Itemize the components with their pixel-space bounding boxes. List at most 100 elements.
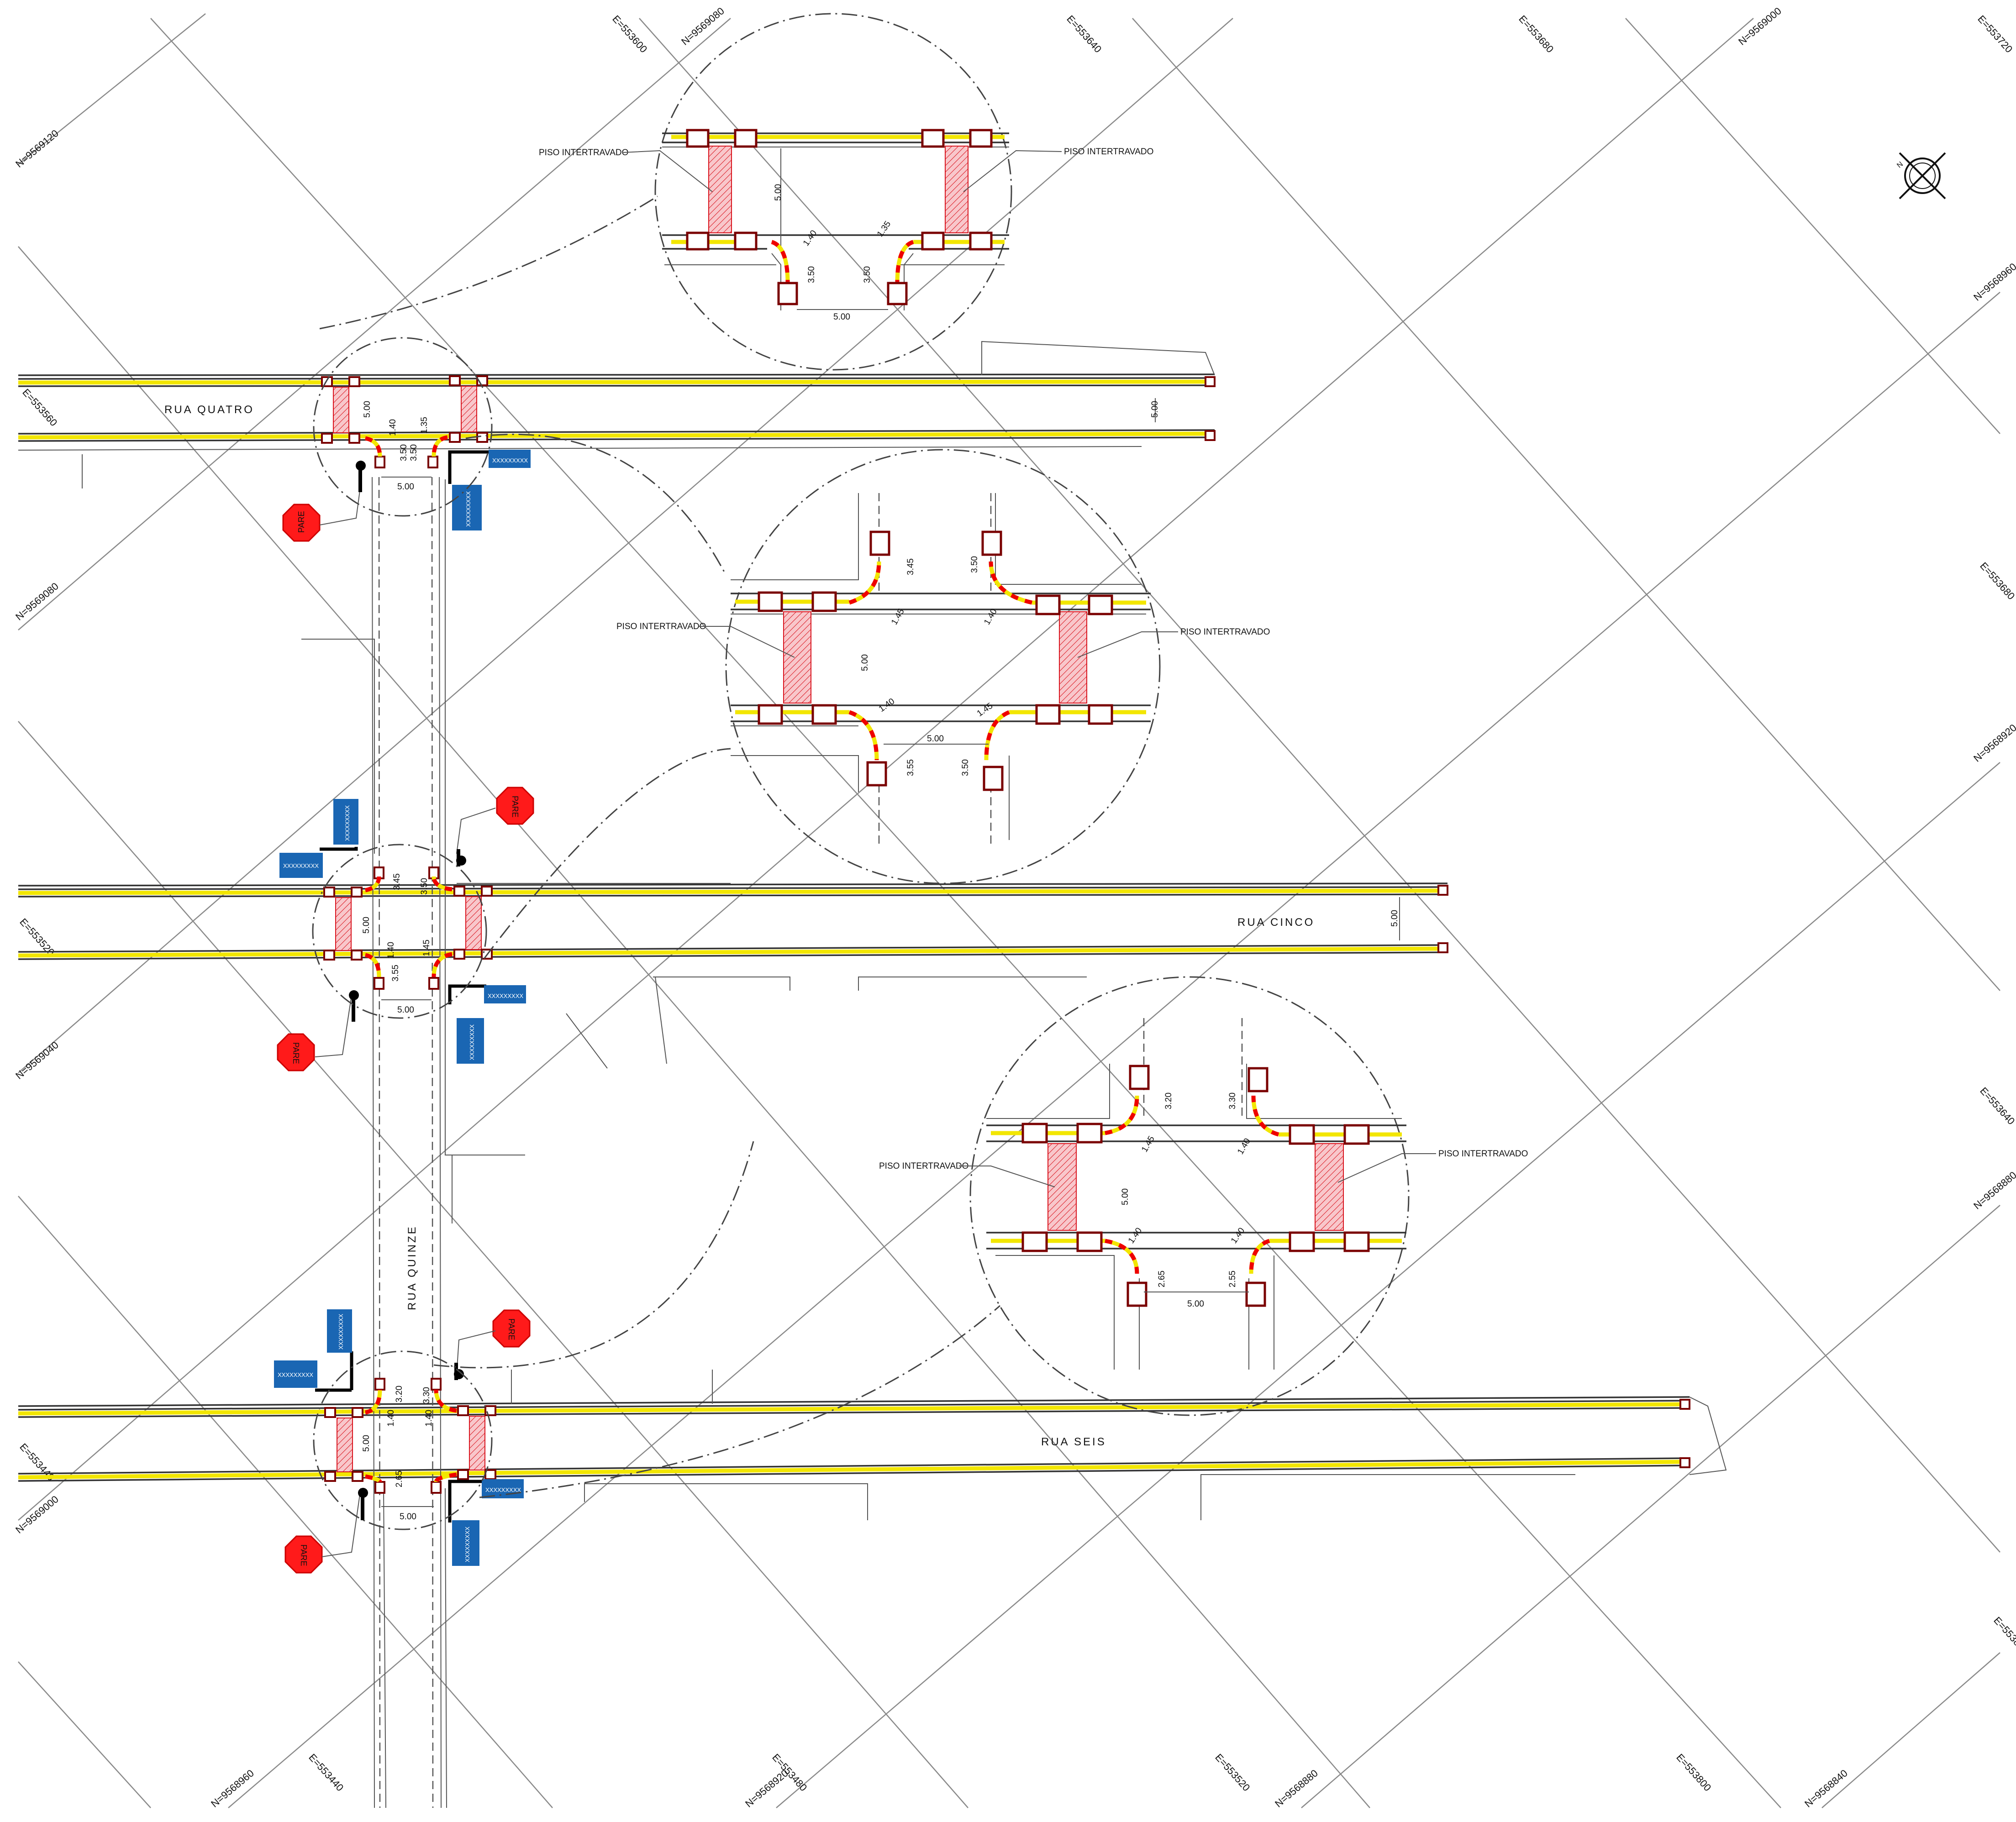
coord-n9569120: N=9569120 xyxy=(13,127,61,170)
dim-d3-140b: 1.40 xyxy=(1126,1226,1144,1245)
coord-e553680-r: E=553680 xyxy=(1978,560,2016,602)
stop-sign-icon: PARE xyxy=(496,787,534,825)
svg-text:XXXXXXXXX: XXXXXXXXX xyxy=(492,457,528,464)
coord-e553520-b: E=553520 xyxy=(1213,1752,1252,1794)
dim-cinco-345: 3.45 xyxy=(392,873,402,890)
dim-d2-145b: 1.45 xyxy=(975,701,995,719)
dim-d3-500: 5.00 xyxy=(1187,1299,1204,1309)
stop-sign-icon: PARE xyxy=(284,1535,323,1574)
svg-text:XXXXXXXXX: XXXXXXXXX xyxy=(278,1371,313,1378)
street-plate-icon: XXXXXXXXX xyxy=(327,1309,352,1353)
svg-text:PARE: PARE xyxy=(297,511,306,533)
dim-quatro-cw: 5.00 xyxy=(363,401,372,418)
street-plate-icon: XXXXXXXXX xyxy=(484,985,526,1003)
street-plate-icon: XXXXXXXXX xyxy=(482,1479,524,1498)
detail-cinco: PISO INTERTRAVADO PISO INTERTRAVADO 5.00… xyxy=(616,493,1270,845)
detail-callouts xyxy=(312,13,1410,1530)
dim-quatro-width: 5.00 xyxy=(1150,401,1160,418)
dim-d1-cw: 5.00 xyxy=(774,184,783,201)
dim-d3-140a: 1.40 xyxy=(1236,1137,1253,1156)
svg-text:PARE: PARE xyxy=(507,1318,516,1340)
dim-d1-500: 5.00 xyxy=(833,312,850,322)
dim-cinco-355: 3.55 xyxy=(391,965,400,982)
rua-cinco: RUA CINCO 5.00 xyxy=(18,882,1448,1069)
tactile-markers-main xyxy=(321,375,1690,1494)
north-arrow-icon: N xyxy=(1895,152,1946,200)
dim-seis-140: 1.40 xyxy=(386,1410,396,1427)
dim-seis-cw: 5.00 xyxy=(362,1435,371,1452)
note-piso-6: PISO INTERTRAVADO xyxy=(1438,1149,1528,1159)
coord-e553800-b: E=553800 xyxy=(1674,1752,1713,1794)
street-plate-icon: XXXXXXXXX xyxy=(333,799,358,845)
street-plate-icon: XXXXXXXXX xyxy=(274,1360,317,1388)
dim-d3-255: 2.55 xyxy=(1228,1271,1237,1287)
svg-text:XXXXXXXXX: XXXXXXXXX xyxy=(344,805,351,841)
street-plate-icon: XXXXXXXXX xyxy=(489,450,531,468)
detail-quatro: PISO INTERTRAVADO PISO INTERTRAVADO 5.00… xyxy=(539,129,1153,322)
dim-d2-140b: 1.40 xyxy=(877,697,896,714)
coord-e553800-r: E=553800 xyxy=(1991,1615,2016,1657)
stop-sign-icon: PARE xyxy=(282,504,321,542)
svg-text:XXXXXXXXX: XXXXXXXXX xyxy=(488,992,523,999)
dim-cinco-width: 5.00 xyxy=(1390,910,1400,927)
coord-e553720: E=553720 xyxy=(1975,13,2015,55)
dim-quatro-350b: 3.50 xyxy=(409,444,419,461)
dim-quatro-135: 1.35 xyxy=(420,417,429,434)
coord-n9569000-left: N=9569000 xyxy=(13,1493,61,1536)
dim-seis-140b: 1.40 xyxy=(424,1410,434,1427)
svg-text:XXXXXXXXX: XXXXXXXXX xyxy=(465,491,472,527)
coord-e553600: E=553600 xyxy=(610,13,649,55)
stop-signs: PARE PARE PARE PARE PARE xyxy=(277,483,534,1574)
curb-guidance-main xyxy=(364,435,457,1483)
street-plate-icon: XXXXXXXXX xyxy=(452,485,482,530)
coord-n9569080-left: N=9569080 xyxy=(13,580,61,623)
svg-text:XXXXXXXXX: XXXXXXXXX xyxy=(283,862,319,869)
street-plate-icon: XXXXXXXXX xyxy=(452,1520,479,1566)
svg-text:PARE: PARE xyxy=(511,796,520,818)
dim-d2-345: 3.45 xyxy=(906,558,916,575)
dim-cinco-350: 3.50 xyxy=(420,878,429,895)
svg-text:XXXXXXXXX: XXXXXXXXX xyxy=(485,1486,521,1493)
coord-e553560: E=553560 xyxy=(20,387,59,429)
rua-quatro: RUA QUATRO 5.00 xyxy=(18,341,1215,488)
dimensions-main: 5.00 5.00 1.40 1.35 3.50 3.50 5.00 5.00 … xyxy=(362,401,434,1522)
street-name-plates: XXXXXXXXX XXXXXXXXX XXXXXXXXX XXXXXXXXX … xyxy=(274,450,531,1566)
note-piso-4: PISO INTERTRAVADO xyxy=(1180,627,1270,637)
coord-n9568880-right: N=9568880 xyxy=(1971,1169,2016,1212)
dim-cinco-cw: 5.00 xyxy=(362,917,371,934)
coord-n9569000-top: N=9569000 xyxy=(1736,5,1784,47)
coordinate-grid xyxy=(18,13,2000,1808)
coord-n9568920-right: N=9568920 xyxy=(1971,722,2016,764)
dim-cinco-145: 1.45 xyxy=(422,940,432,956)
dim-d2-355: 3.55 xyxy=(906,759,916,776)
rua-quinze: RUA QUINZE xyxy=(301,477,525,1808)
sign-posts xyxy=(315,450,489,1523)
dim-cinco-crossing: 5.00 xyxy=(397,1005,414,1015)
dim-d1-140: 1.40 xyxy=(801,229,819,248)
dim-d3-145: 1.45 xyxy=(1140,1134,1157,1154)
dim-seis-crossing: 5.00 xyxy=(400,1512,416,1522)
dim-seis-320: 3.20 xyxy=(395,1386,404,1402)
dim-d1-350a: 3.50 xyxy=(807,266,816,283)
coord-n9569040: N=9569040 xyxy=(13,1039,61,1082)
street-label-seis: RUA SEIS xyxy=(1041,1436,1106,1448)
coord-e553680: E=553680 xyxy=(1516,13,1556,55)
coord-n9568880-bottom: N=9568880 xyxy=(1273,1767,1320,1810)
dim-d2-500: 5.00 xyxy=(927,734,944,744)
rua-seis: RUA SEIS xyxy=(18,1370,1727,1520)
dim-seis-265: 2.65 xyxy=(395,1470,404,1487)
coord-n9568960-bottom: N=9568960 xyxy=(209,1767,256,1810)
dim-quatro-140: 1.40 xyxy=(388,419,398,436)
dim-d2-350: 3.50 xyxy=(970,556,979,573)
dim-d2-cw: 5.00 xyxy=(860,654,870,671)
dim-d3-cw: 5.00 xyxy=(1121,1188,1130,1205)
street-plate-icon: XXXXXXXXX xyxy=(457,1018,484,1064)
dim-seis-330: 3.30 xyxy=(422,1387,432,1404)
svg-text:XXXXXXXXX: XXXXXXXXX xyxy=(337,1314,344,1349)
dim-d3-140c: 1.40 xyxy=(1229,1226,1247,1245)
svg-text:XXXXXXXXX: XXXXXXXXX xyxy=(464,1527,471,1562)
street-label-cinco: RUA CINCO xyxy=(1237,916,1315,929)
dim-quatro-crossing: 5.00 xyxy=(397,482,414,492)
dim-quatro-350a: 3.50 xyxy=(399,444,409,461)
